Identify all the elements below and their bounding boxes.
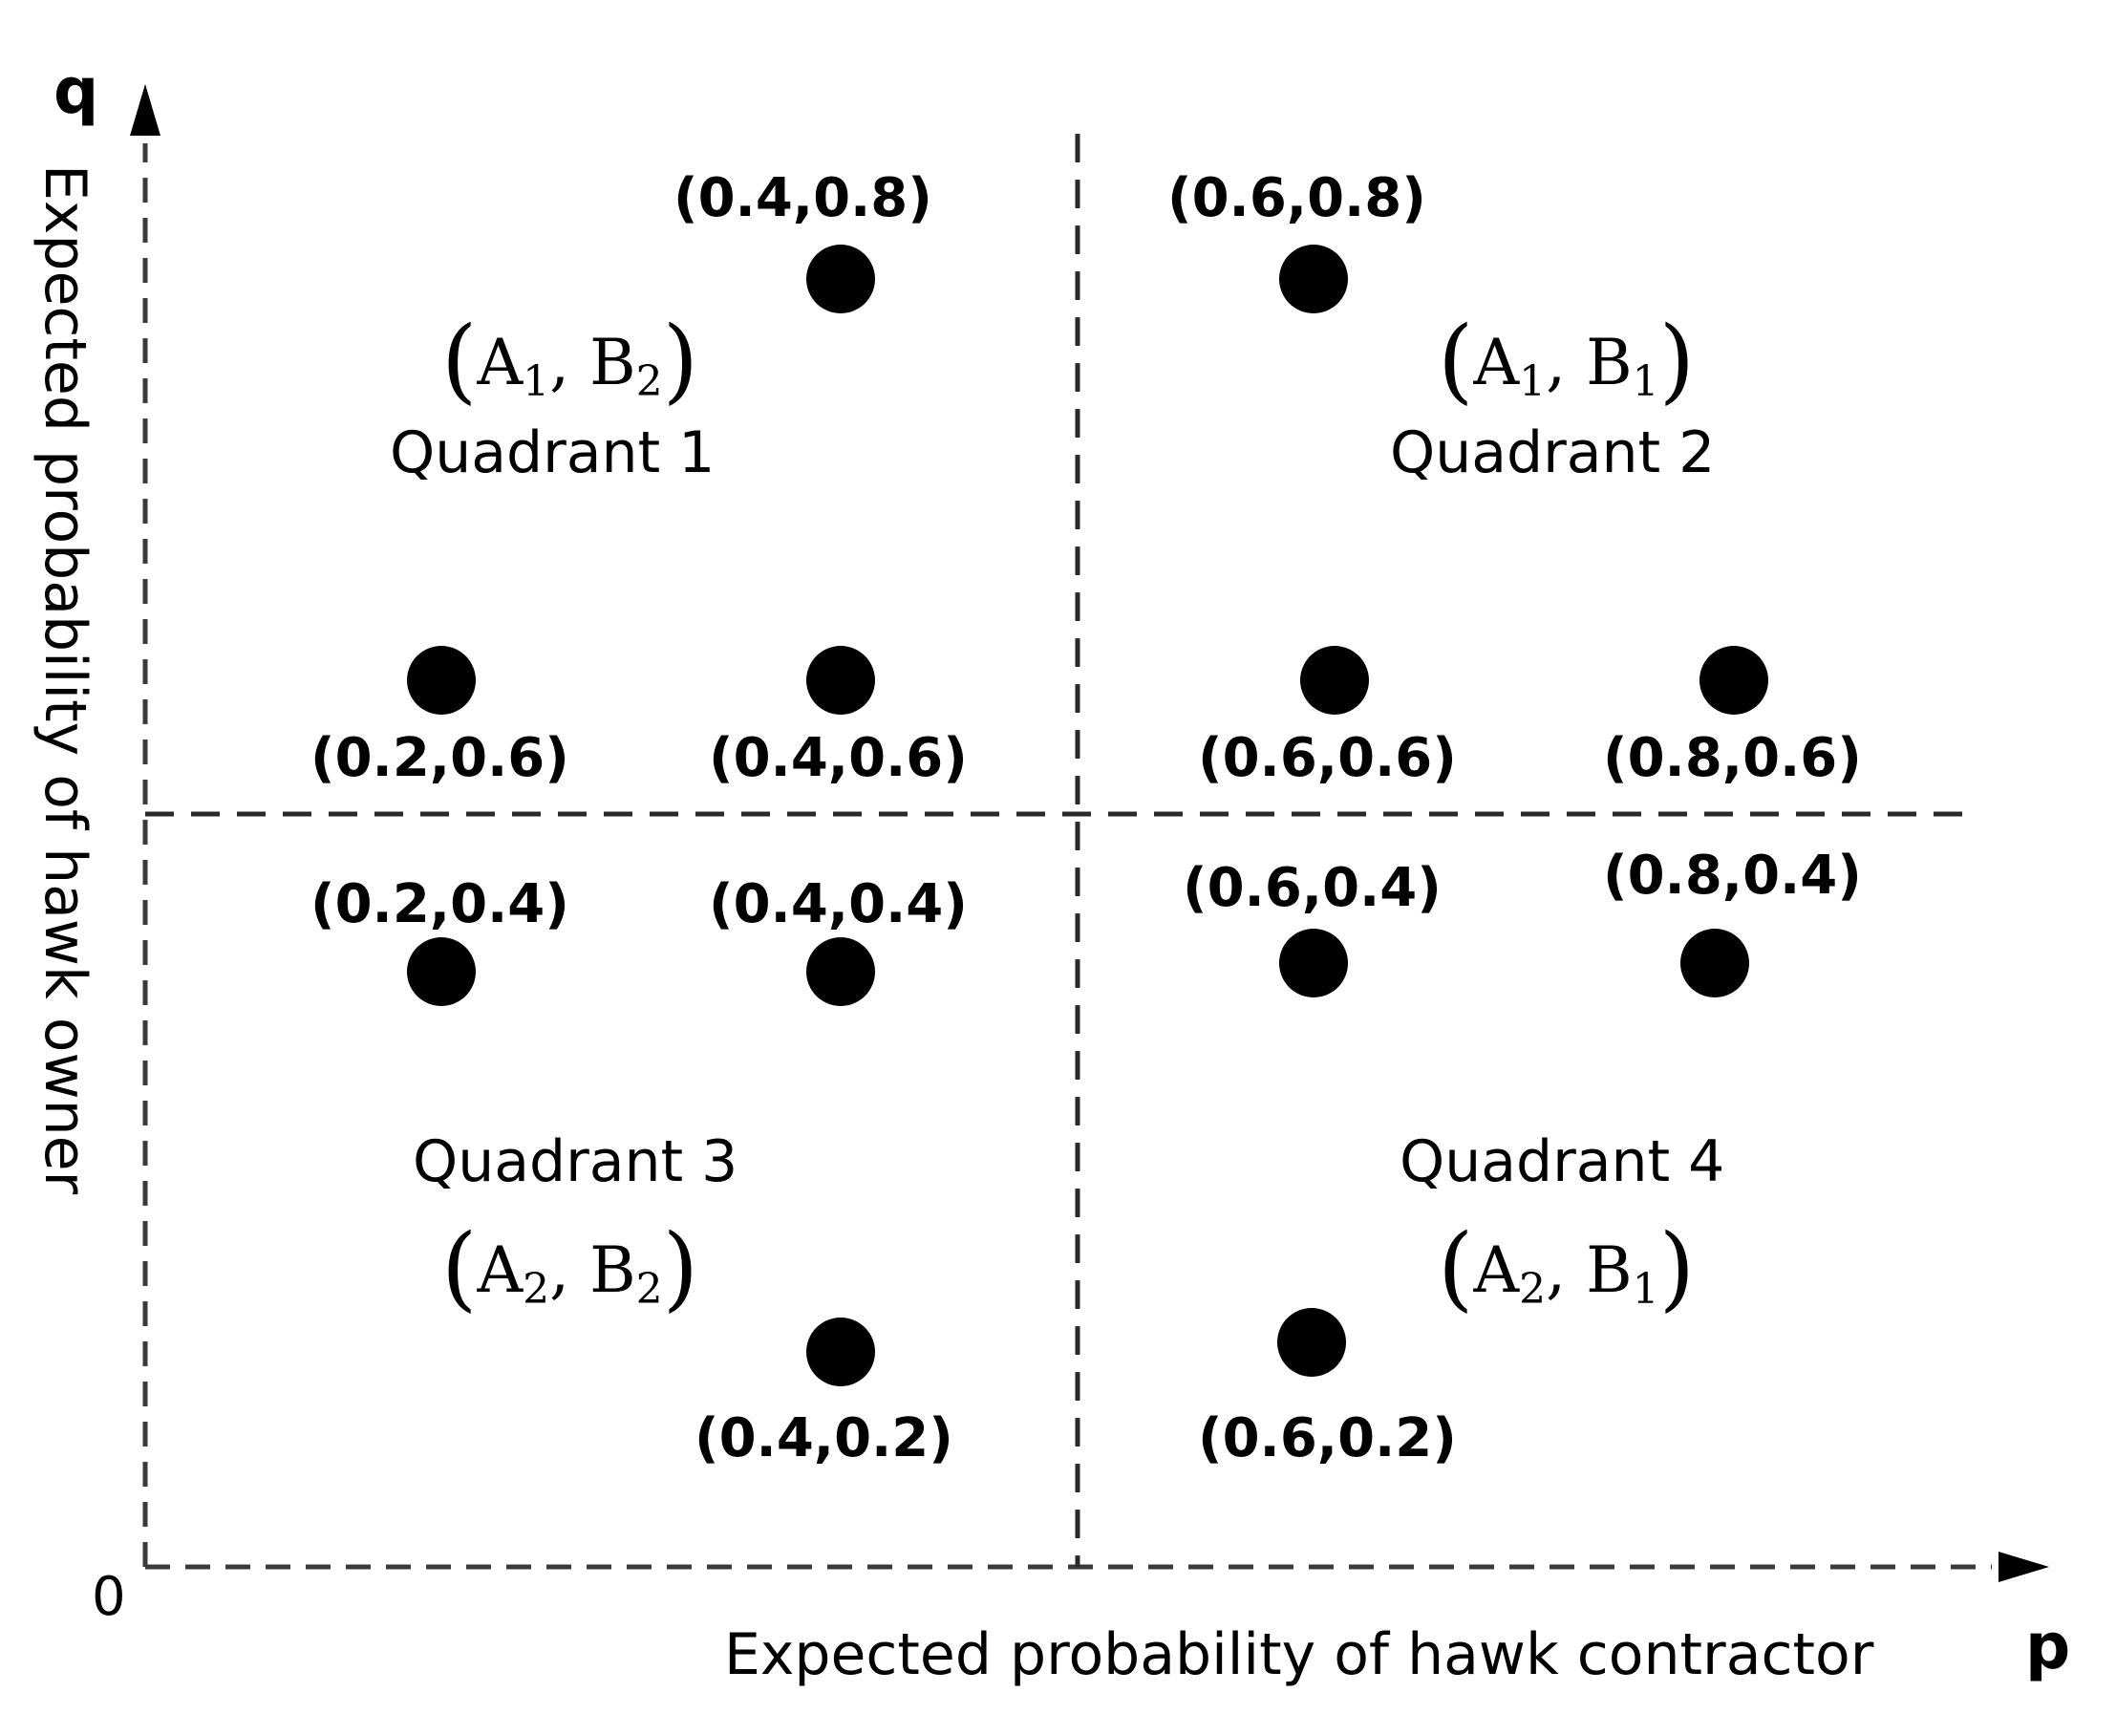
point-label: (0.4,0.4)	[709, 873, 968, 935]
point-label: (0.6,0.8)	[1167, 167, 1426, 229]
strategy-labels: (A1, B2) (A1, B1) (A2, B2) (A2, B1)	[441, 307, 1695, 1321]
point-marker	[407, 937, 476, 1006]
point-label: (0.4,0.2)	[695, 1407, 953, 1469]
axes	[130, 84, 2049, 1582]
point-label: (0.4,0.8)	[673, 167, 932, 229]
quadrant-1-label: Quadrant 1	[390, 419, 715, 486]
point-marker	[806, 1318, 875, 1386]
point-marker	[806, 646, 875, 715]
point-marker	[1680, 929, 1749, 997]
point-label: (0.4,0.6)	[709, 727, 968, 789]
point-label: (0.8,0.4)	[1603, 845, 1862, 907]
point-label: (0.6,0.6)	[1198, 727, 1457, 789]
quadrant-labels: Quadrant 1 Quadrant 2 Quadrant 3 Quadran…	[390, 419, 1724, 1195]
quadrant-2-label: Quadrant 2	[1390, 419, 1715, 486]
quadrant-3-label: Quadrant 3	[413, 1128, 737, 1195]
quadrant-3-strategy: (A2, B2)	[441, 1214, 698, 1321]
point-marker	[1279, 245, 1348, 313]
point-label: (0.6,0.4)	[1183, 857, 1442, 919]
quadrant-4-label: Quadrant 4	[1400, 1128, 1724, 1195]
quadrant-1-strategy: (A1, B2)	[441, 307, 698, 414]
point-label: (0.8,0.6)	[1603, 727, 1862, 789]
x-axis-title: Expected probability of hawk contractor	[724, 1621, 1874, 1688]
point-marker	[1300, 646, 1369, 715]
quadrant-2-strategy: (A1, B1)	[1438, 307, 1695, 414]
point-label: (0.2,0.6)	[310, 727, 569, 789]
origin-label: 0	[92, 1566, 126, 1628]
point-marker	[1277, 1308, 1346, 1377]
point-label: (0.6,0.2)	[1198, 1407, 1457, 1469]
point-marker	[407, 646, 476, 715]
quadrant-dividers	[145, 134, 1968, 1567]
point-marker	[1279, 929, 1348, 997]
y-axis-arrowhead	[130, 84, 160, 136]
point-marker	[806, 937, 875, 1006]
y-axis-variable: q	[53, 54, 98, 128]
points: (0.4,0.8) (0.6,0.8) (0.2,0.6) (0.4,0.6) …	[310, 167, 1862, 1469]
x-axis-arrowhead	[1998, 1552, 2049, 1582]
point-marker	[1699, 646, 1768, 715]
x-axis-variable: p	[2025, 1610, 2070, 1683]
y-axis-title: Expected probability of hawk owner	[32, 164, 98, 1195]
point-label: (0.2,0.4)	[310, 873, 569, 935]
point-marker	[806, 245, 875, 313]
quadrant-4-strategy: (A2, B1)	[1438, 1214, 1695, 1321]
